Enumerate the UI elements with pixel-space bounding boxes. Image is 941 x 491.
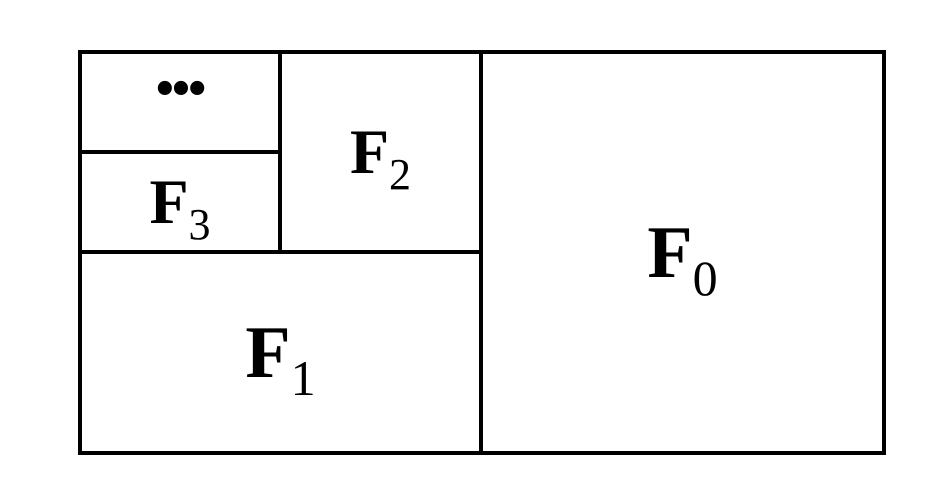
- label-f1-sub: 1: [290, 349, 316, 406]
- cell-f3: F3: [82, 154, 278, 250]
- cell-f1: F1: [82, 254, 479, 451]
- label-f3: F3: [149, 170, 210, 247]
- cell-ellipsis: •••: [82, 54, 278, 150]
- label-f2-sub: 2: [389, 150, 412, 199]
- label-f3-base: F: [149, 166, 189, 237]
- label-f1: F1: [245, 316, 315, 403]
- label-f0-base: F: [647, 211, 693, 294]
- label-f0: F0: [647, 216, 717, 303]
- cell-f0: F0: [483, 54, 882, 451]
- label-f2: F2: [350, 120, 411, 197]
- label-f3-sub: 3: [188, 200, 211, 249]
- divider-f3: [78, 150, 282, 154]
- label-f0-sub: 0: [692, 249, 718, 306]
- ellipsis-label: •••: [155, 59, 207, 117]
- label-f2-base: F: [349, 116, 390, 187]
- cell-f2: F2: [282, 54, 479, 250]
- label-f1-base: F: [245, 311, 291, 394]
